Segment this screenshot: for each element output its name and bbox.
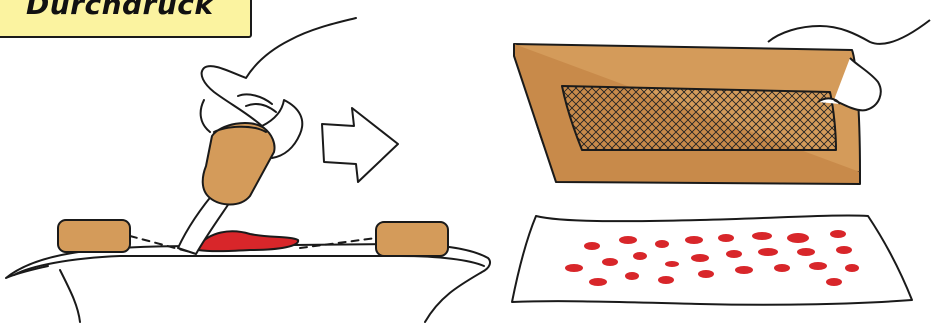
red-ink	[198, 231, 298, 251]
screen-frame-illustration	[514, 20, 930, 184]
printed-sheet	[512, 215, 912, 304]
right-block	[376, 222, 448, 256]
right-arrow-icon	[322, 108, 398, 182]
squeegee-handle	[203, 123, 275, 205]
screen-mesh	[562, 86, 836, 150]
squeegee-stencil-printing-illustration	[6, 18, 490, 322]
left-block	[58, 220, 130, 252]
printed-sheet-illustration	[512, 215, 912, 304]
